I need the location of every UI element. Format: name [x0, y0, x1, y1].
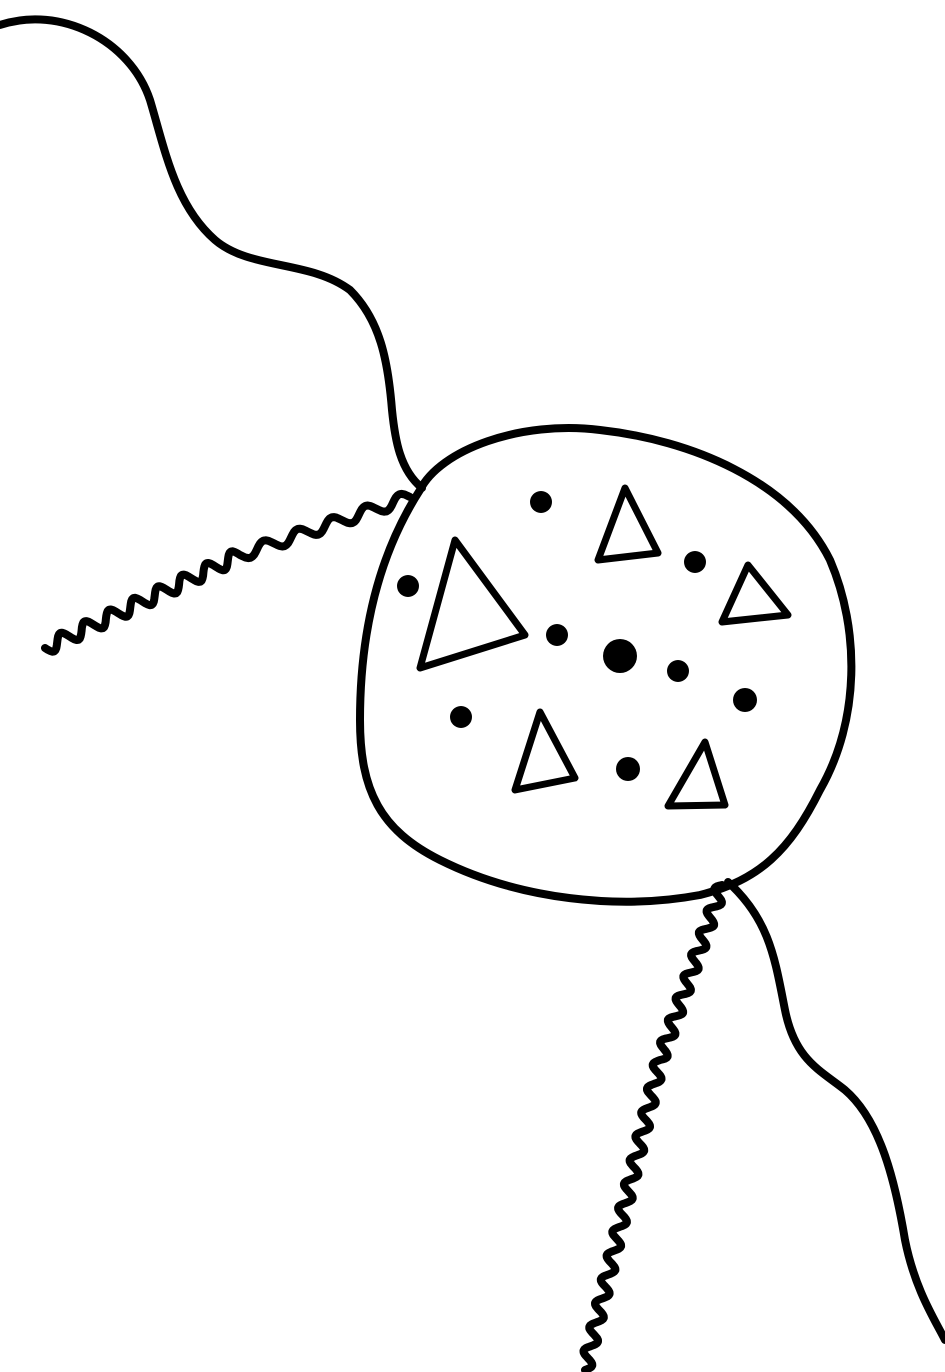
- dot: [684, 551, 706, 573]
- dot: [450, 706, 472, 728]
- dot: [530, 491, 552, 513]
- smooth-wavy-flagellum-top: [0, 19, 422, 488]
- tight-wavy-flagellum-bottom: [584, 885, 723, 1370]
- dot: [667, 660, 689, 682]
- triangle-middle-bottom: [515, 712, 575, 790]
- dot: [733, 688, 757, 712]
- dot: [616, 757, 640, 781]
- triangle-large: [420, 540, 525, 668]
- dot: [546, 624, 568, 646]
- smooth-wavy-flagellum-bottom-right: [728, 882, 945, 1340]
- dot-large: [603, 639, 637, 673]
- triangle-bottom-right: [668, 742, 725, 806]
- tight-wavy-flagellum-left: [45, 494, 410, 652]
- triangle-top: [598, 488, 658, 560]
- triangle-right: [722, 565, 788, 622]
- dot: [397, 575, 419, 597]
